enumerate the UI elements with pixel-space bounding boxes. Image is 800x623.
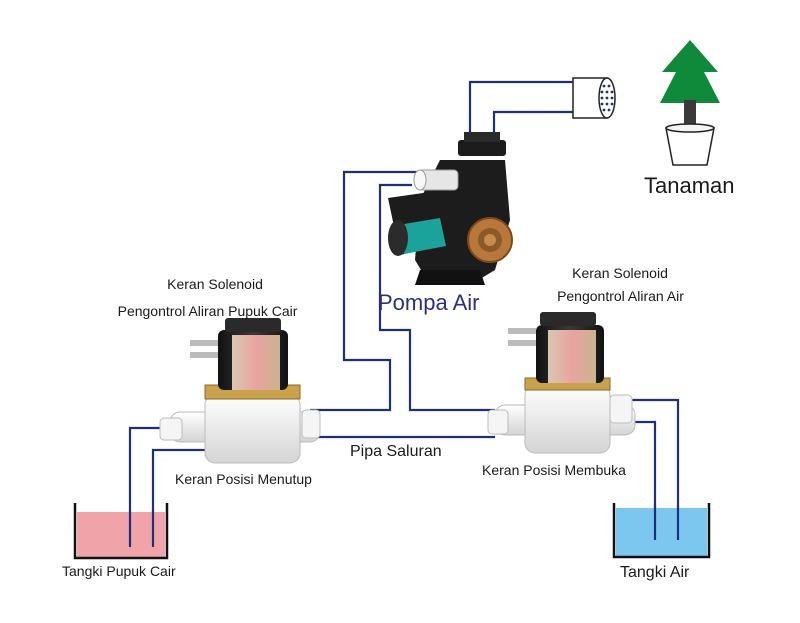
water-pump-icon (388, 132, 513, 285)
valve-right-state-label: Keran Posisi Membuka (482, 462, 626, 478)
valve-left-title-line1: Keran Solenoid (167, 276, 263, 292)
pipe-overlay (128, 505, 680, 547)
pine-tree-pot-icon (660, 40, 720, 166)
pump-label: Pompa Air (378, 290, 480, 315)
fertilizer-tank-label: Tangki Pupuk Cair (62, 563, 176, 579)
valve-left-state-label: Keran Posisi Menutup (175, 471, 312, 487)
solenoid-valve-left-icon (159, 318, 321, 464)
sprinkler-head-icon (572, 77, 616, 119)
valve-right-title-line2: Pengontrol Aliran Air (557, 288, 684, 304)
pipe-pump-to-sprinkler (468, 80, 575, 150)
valve-right-title-line1: Keran Solenoid (572, 265, 668, 281)
pipe-label: Pipa Saluran (350, 443, 442, 460)
fertilizer-tank-icon (73, 503, 169, 560)
pipe-pump-inlet-left (310, 170, 425, 412)
solenoid-valve-right-icon (487, 312, 636, 454)
water-tank-icon (612, 503, 711, 559)
plant-label: Tanaman (644, 173, 735, 198)
pipe-pump-inlet-right (378, 183, 495, 412)
pipe-pump-to-sprinkler-2 (492, 110, 575, 150)
water-tank-label: Tangki Air (620, 564, 690, 581)
valve-left-title-line2: Pengontrol Aliran Pupuk Cair (117, 303, 298, 319)
